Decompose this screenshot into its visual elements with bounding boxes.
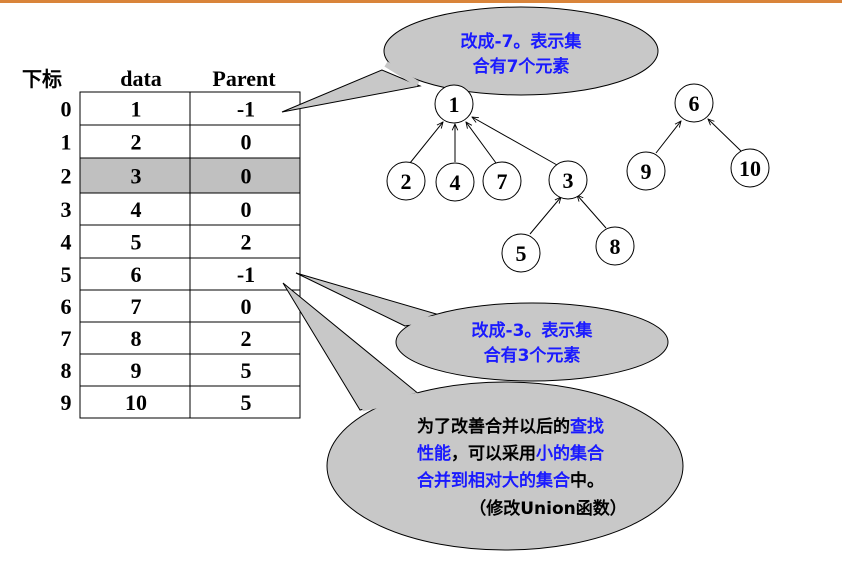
row-7-index: 7 bbox=[61, 326, 72, 351]
callout-top-line2: 合有7个元素 bbox=[473, 56, 570, 77]
table-grid bbox=[79, 91, 301, 419]
node-9: 9 bbox=[626, 151, 666, 191]
callout-middle: 改成-3。表示集 合有3个元素 bbox=[295, 272, 669, 382]
row-8-data: 9 bbox=[131, 358, 142, 383]
row-9-index: 9 bbox=[61, 390, 72, 415]
row-3-data: 4 bbox=[131, 197, 142, 222]
svg-text:2: 2 bbox=[401, 169, 412, 194]
svg-text:为了改善合并以后的查找: 为了改善合并以后的查找 bbox=[417, 416, 604, 437]
parent-array-table: 下标 data Parent 0 1 -1 1 2 0 2 3 0 3 4 0 4 5 2 5 6 -1 6 7 0 7 8… bbox=[22, 66, 301, 419]
callout-bottom-l4: （修改Union函数） bbox=[469, 498, 627, 519]
node-8: 8 bbox=[595, 226, 635, 266]
row-0-data: 1 bbox=[131, 97, 142, 122]
callout-middle-line2: 合有3个元素 bbox=[484, 345, 581, 366]
svg-text:6: 6 bbox=[689, 91, 700, 116]
edge-7-1 bbox=[466, 122, 497, 164]
edge-5-3 bbox=[529, 197, 561, 235]
svg-text:性能，可以采用小的集合: 性能，可以采用小的集合 bbox=[417, 443, 605, 464]
header-parent: Parent bbox=[212, 66, 276, 91]
node-4: 4 bbox=[435, 162, 475, 202]
svg-text:7: 7 bbox=[497, 169, 508, 194]
callout-bottom: 为了改善合并以后的查找 性能，可以采用小的集合 合并到相对大的集合中。 （修改U… bbox=[282, 282, 684, 551]
callout-bottom-l2b: ，可以采用 bbox=[451, 444, 536, 464]
edge-2-1 bbox=[409, 122, 443, 164]
node-7: 7 bbox=[482, 161, 522, 201]
row-2-index: 2 bbox=[61, 164, 72, 189]
node-1: 1 bbox=[434, 84, 474, 124]
row-3-parent: 0 bbox=[241, 197, 252, 222]
row-4-data: 5 bbox=[131, 230, 142, 255]
callout-bottom-l2c: 小的集合 bbox=[536, 443, 605, 464]
row-4-parent: 2 bbox=[241, 230, 252, 255]
svg-text:合并到相对大的集合中。: 合并到相对大的集合中。 bbox=[417, 470, 604, 491]
row-7-data: 8 bbox=[131, 326, 142, 351]
edge-3-1 bbox=[472, 117, 558, 166]
row-2-parent: 0 bbox=[241, 164, 252, 189]
row-1-data: 2 bbox=[131, 130, 142, 155]
row-5-parent: -1 bbox=[237, 262, 255, 287]
row-6-data: 7 bbox=[131, 294, 142, 319]
row-5-data: 6 bbox=[131, 262, 142, 287]
row-9-data: 10 bbox=[125, 390, 147, 415]
callout-bottom-l1b: 查找 bbox=[569, 416, 604, 437]
table-rows: 0 1 -1 1 2 0 2 3 0 3 4 0 4 5 2 5 6 -1 6 7 0 7 8 2 8 9 5 9 10 5 bbox=[61, 97, 256, 416]
svg-text:10: 10 bbox=[739, 156, 761, 181]
row-6-parent: 0 bbox=[241, 294, 252, 319]
row-6-index: 6 bbox=[61, 294, 72, 319]
svg-text:8: 8 bbox=[610, 234, 621, 259]
top-accent-bar bbox=[0, 0, 842, 3]
svg-text:1: 1 bbox=[449, 92, 460, 117]
node-6: 6 bbox=[674, 83, 714, 123]
row-0-parent: -1 bbox=[237, 97, 255, 122]
row-4-index: 4 bbox=[61, 230, 72, 255]
row-3-index: 3 bbox=[61, 197, 72, 222]
row-8-index: 8 bbox=[61, 358, 72, 383]
row-0-index: 0 bbox=[61, 97, 72, 122]
row-8-parent: 5 bbox=[241, 358, 252, 383]
svg-text:9: 9 bbox=[641, 159, 652, 184]
edge-9-6 bbox=[655, 121, 681, 154]
callout-bottom-l1a: 为了改善合并以后的 bbox=[417, 416, 570, 437]
callout-bottom-l3b: 中。 bbox=[570, 470, 604, 491]
callout-bottom-l3a: 合并到相对大的集合 bbox=[417, 470, 571, 491]
row-2-data: 3 bbox=[131, 164, 142, 189]
svg-text:4: 4 bbox=[450, 170, 461, 195]
row-9-parent: 5 bbox=[241, 390, 252, 415]
tree-edges bbox=[409, 117, 742, 235]
node-2: 2 bbox=[386, 161, 426, 201]
header-data: data bbox=[120, 66, 162, 91]
node-5: 5 bbox=[501, 233, 541, 273]
tree-nodes: 1 2 4 7 3 5 8 6 9 10 bbox=[386, 83, 770, 273]
svg-text:5: 5 bbox=[516, 241, 527, 266]
row-1-parent: 0 bbox=[241, 130, 252, 155]
edge-10-6 bbox=[708, 119, 742, 152]
node-10: 10 bbox=[730, 148, 770, 188]
callout-bottom-l2a: 性能 bbox=[417, 443, 451, 464]
row-1-index: 1 bbox=[61, 130, 72, 155]
edge-8-3 bbox=[577, 195, 607, 229]
node-3: 3 bbox=[548, 160, 588, 200]
svg-text:3: 3 bbox=[563, 168, 574, 193]
header-index: 下标 bbox=[22, 67, 62, 91]
callout-top: 改成-7。表示集 合有7个元素 bbox=[281, 6, 659, 113]
callout-top-line1: 改成-7。表示集 bbox=[461, 31, 583, 52]
callout-middle-line1: 改成-3。表示集 bbox=[472, 320, 594, 341]
row-5-index: 5 bbox=[61, 262, 72, 287]
row-7-parent: 2 bbox=[241, 326, 252, 351]
